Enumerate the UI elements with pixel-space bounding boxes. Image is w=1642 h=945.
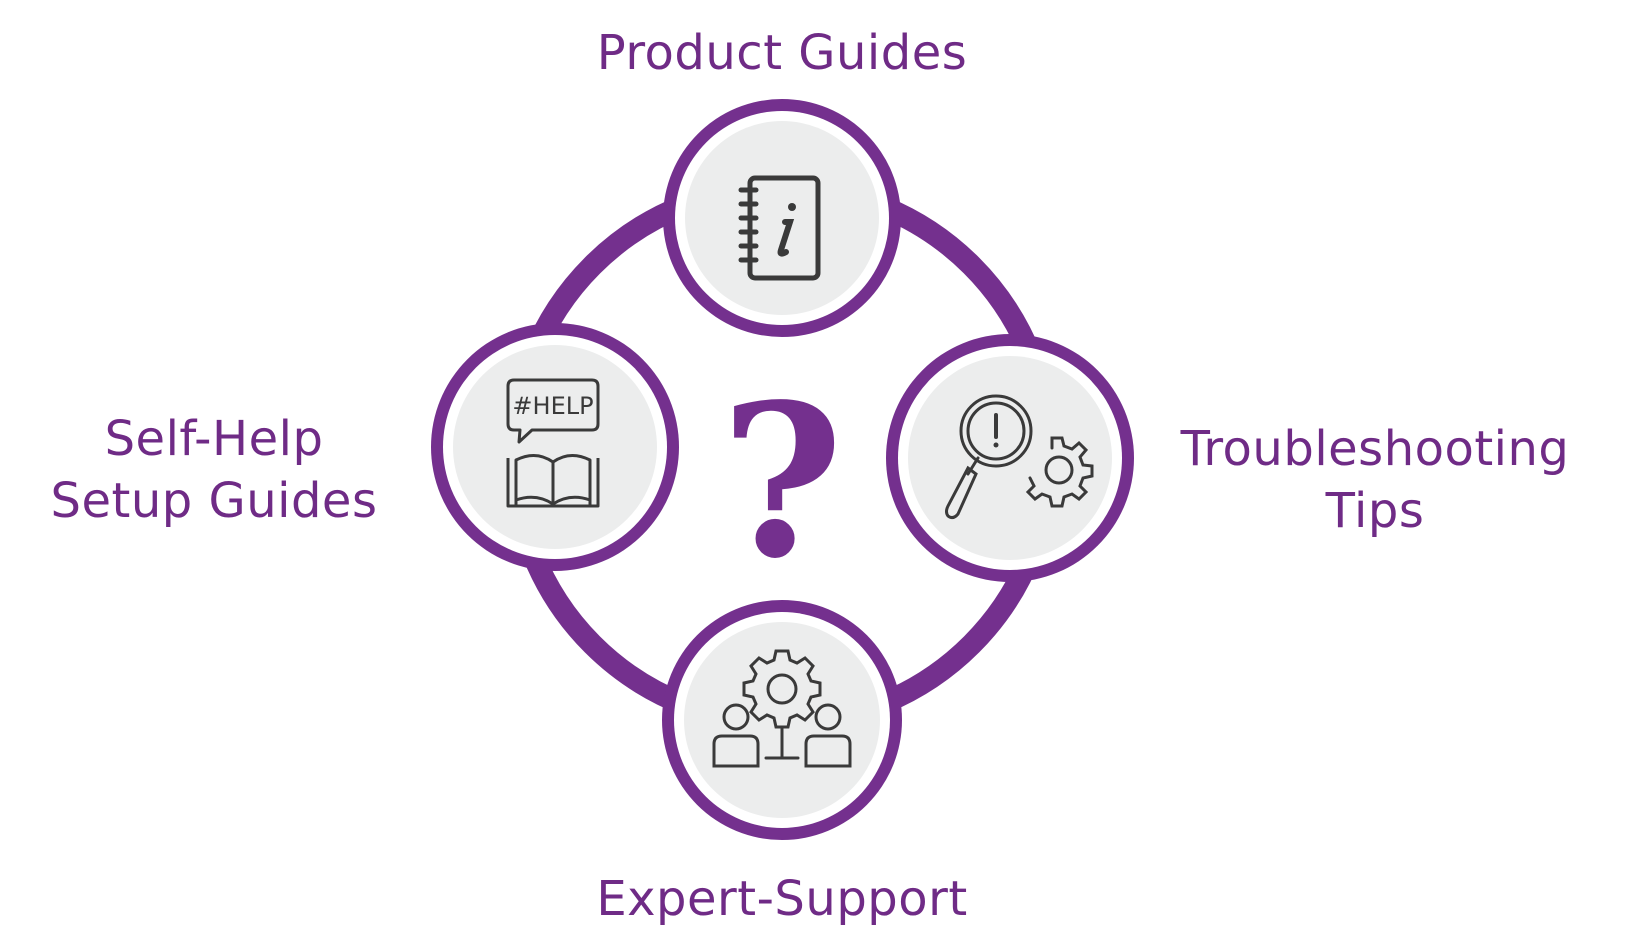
label-line: Self-Help xyxy=(104,411,324,467)
label-line: Troubleshooting xyxy=(1180,421,1570,477)
question-mark: ? xyxy=(720,358,843,605)
node-self-help: #HELP xyxy=(431,323,679,571)
node-product-guides xyxy=(663,99,901,337)
label-expert-support: Expert-Support xyxy=(560,868,1004,930)
label-line: Expert-Support xyxy=(596,871,968,927)
label-product-guides: Product Guides xyxy=(560,22,1004,84)
label-self-help: Self-Help Setup Guides xyxy=(24,408,404,532)
node-expert-support xyxy=(662,600,902,840)
node-troubleshooting-tips xyxy=(886,334,1134,582)
label-line: Setup Guides xyxy=(50,473,378,529)
info-notebook-icon xyxy=(738,175,821,281)
label-line: Tips xyxy=(1325,483,1425,539)
label-line: Product Guides xyxy=(596,25,968,81)
magnifier-gear-icon xyxy=(945,394,1094,520)
help-hashtag-text: #HELP xyxy=(512,392,593,420)
help-book-icon: #HELP xyxy=(506,378,600,508)
people-gear-icon xyxy=(712,649,852,768)
label-troubleshooting-tips: Troubleshooting Tips xyxy=(1160,418,1590,542)
